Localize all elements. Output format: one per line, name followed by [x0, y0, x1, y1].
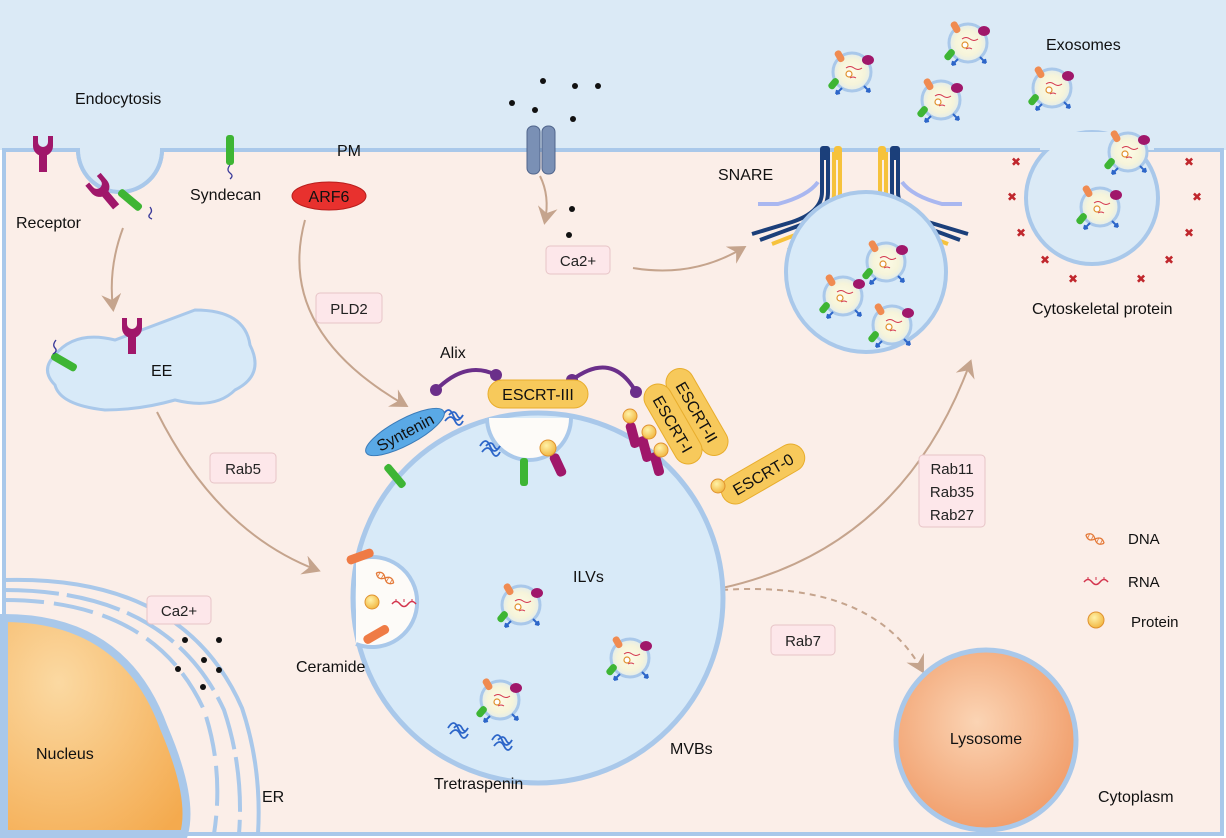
arrow-mvb-to-lysosome [721, 588, 924, 674]
protein-icon [1087, 611, 1105, 629]
label-rab27: Rab27 [930, 507, 974, 524]
label-snare: SNARE [718, 167, 773, 184]
arf6-shape [291, 181, 367, 211]
syndecan-mvb-icon [384, 463, 406, 489]
ceramide-top [346, 548, 374, 565]
syndecan-ee-icon [50, 339, 78, 372]
escrt-i-box [643, 383, 703, 465]
escrt-0-box [720, 443, 806, 505]
rab7-box [770, 624, 836, 656]
label-cytoplasm: Cytoplasm [1098, 789, 1174, 806]
syndecan-in-pit-icon [117, 189, 153, 220]
calcium-dots-left [175, 637, 222, 690]
rab-box-right [918, 454, 986, 528]
nucleus [0, 613, 191, 838]
channel-arrow [537, 175, 558, 225]
label-ilvs: ILVs [573, 569, 604, 586]
arrow-arf6-to-mvb [298, 219, 409, 408]
arrow-mvb-to-membrane [721, 359, 975, 589]
label-syndecan: Syndecan [190, 187, 261, 204]
alix-arc-2 [570, 365, 638, 394]
label-ca2-top: Ca2+ [560, 253, 597, 270]
receptor-icon [33, 136, 53, 172]
label-endocytosis: Endocytosis [75, 91, 161, 108]
label-pld2: PLD2 [330, 301, 368, 318]
label-exosomes: Exosomes [1046, 37, 1121, 54]
receptor-in-pit-icon [85, 172, 120, 210]
label-ceramide: Ceramide [296, 659, 365, 676]
label-rab5: Rab5 [225, 461, 261, 478]
receptor-ee-icon [122, 318, 142, 354]
label-pm: PM [337, 143, 361, 160]
label-receptor: Receptor [16, 215, 82, 232]
ion-channel-icon [526, 125, 556, 175]
label-arf6: ARF6 [309, 189, 350, 206]
calcium-dots-top [509, 78, 601, 238]
ceramide-bottom [363, 624, 390, 644]
ca2-box-left [146, 595, 212, 625]
svg-text:✖: ✖ [1164, 253, 1174, 267]
legend-rna-label: RNA [1128, 574, 1160, 591]
arrow-endocytosis-to-ee [101, 227, 124, 312]
syntenin-shape [365, 407, 445, 457]
label-escrt-iii: ESCRT-III [502, 387, 574, 404]
arrow-ca-to-snare [632, 245, 747, 272]
ca2-box-top [545, 245, 611, 275]
ceramide-invagination [355, 555, 420, 649]
label-er: ER [262, 789, 284, 806]
label-mvbs: MVBs [670, 741, 713, 758]
svg-text:✖: ✖ [1068, 272, 1078, 286]
label-cytoskeletal-protein: Cytoskeletal protein [1032, 301, 1173, 318]
rab5-box [209, 452, 277, 484]
label-tetraspanin: Tretraspenin [434, 776, 523, 793]
svg-text:✖: ✖ [1192, 190, 1202, 204]
svg-text:✖: ✖ [1040, 253, 1050, 267]
pld2-box [315, 292, 383, 324]
label-rab35: Rab35 [930, 484, 974, 501]
legend-protein-label: Protein [1131, 614, 1179, 631]
label-rab11: Rab11 [930, 461, 973, 478]
arrow-ee-to-mvb [156, 411, 321, 575]
label-ca2-left: Ca2+ [161, 603, 198, 620]
ubiquitinated-cargo [539, 408, 669, 477]
label-ee: EE [151, 363, 172, 380]
extracellular-space [0, 0, 1226, 150]
label-alix: Alix [440, 345, 466, 362]
syndecan-icon [226, 135, 234, 180]
label-lysosome: Lysosome [950, 731, 1022, 748]
alix-arc-1 [434, 368, 497, 392]
endoplasmic-reticulum [3, 598, 220, 835]
lysosome [893, 647, 1079, 833]
label-rab7: Rab7 [785, 633, 821, 650]
svg-text:✖: ✖ [1007, 190, 1017, 204]
svg-text:✖: ✖ [1184, 155, 1194, 169]
escrt-iii-box [487, 379, 589, 409]
cytoskeletal-protein-icons: ✖ ✖ ✖ ✖ ✖ ✖ ✖ ✖ ✖ ✖ [1007, 155, 1202, 286]
label-nucleus: Nucleus [36, 746, 94, 763]
svg-text:✖: ✖ [1011, 155, 1021, 169]
svg-text:✖: ✖ [1184, 226, 1194, 240]
legend-dna-label: DNA [1128, 531, 1160, 548]
svg-text:✖: ✖ [1136, 272, 1146, 286]
svg-text:✖: ✖ [1016, 226, 1026, 240]
